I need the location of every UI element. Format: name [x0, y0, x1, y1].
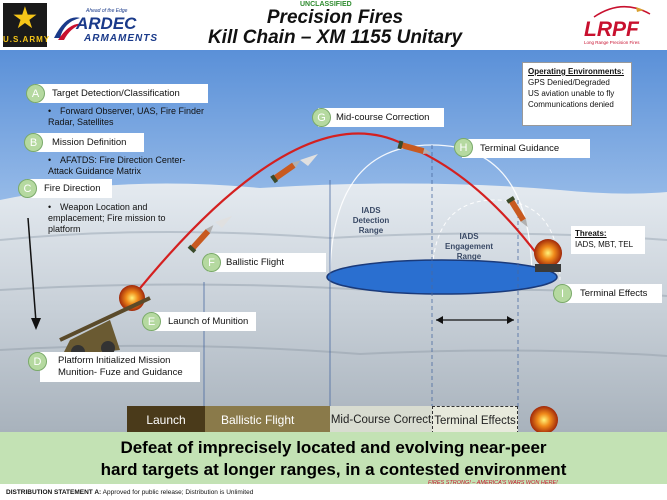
- bottom-statement-line-1: Defeat of imprecisely located and evolvi…: [120, 438, 547, 457]
- step-b-bullet: •AFATDS: Fire Direction Center- Attack G…: [48, 155, 186, 176]
- step-f-badge: F: [202, 253, 221, 272]
- phase-ballistic-flight: Ballistic Flight: [205, 406, 330, 434]
- step-b-badge: B: [24, 133, 43, 152]
- step-f-label: Ballistic Flight: [208, 253, 326, 272]
- step-g-label: Mid-course Correction: [318, 108, 444, 127]
- ardec-swoosh-icon: [54, 17, 82, 40]
- us-army-logo: ★ U.S.ARMY: [3, 2, 51, 47]
- motto: FIRES STRONG! – AMERICA'S WARS WON HERE!: [428, 480, 558, 486]
- step-e-label: Launch of Munition: [150, 312, 256, 331]
- step-a-badge: A: [26, 84, 45, 103]
- distribution-text: Approved for public release; Distributio…: [101, 489, 254, 496]
- threats-box: Threats: IADS, MBT, TEL: [571, 226, 645, 254]
- step-d-label: Platform Initialized Mission Munition- F…: [40, 352, 200, 382]
- operating-environments-title: Operating Environments:: [528, 67, 625, 76]
- title-line-2: Kill Chain – XM 1155 Unitary: [207, 27, 463, 48]
- operating-env-item: US aviation unable to fly: [528, 89, 615, 98]
- ardec-tagline: Ahead of the Edge: [86, 8, 128, 14]
- step-b-label: Mission Definition: [34, 133, 144, 152]
- operating-env-item: GPS Denied/Degraded: [528, 78, 610, 87]
- lrpf-logo: LRPF: [584, 18, 639, 41]
- threats-text: IADS, MBT, TEL: [575, 240, 634, 249]
- step-c-bullet: •Weapon Location and emplacement; Fire m…: [48, 202, 166, 234]
- step-a-label: Target Detection/Classification: [34, 84, 208, 103]
- step-h-badge: H: [454, 138, 473, 157]
- title-line-1: Precision Fires: [266, 7, 404, 28]
- distribution-label: DISTRIBUTION STATEMENT A:: [6, 489, 102, 496]
- iads-engagement-label: IADS Engagement Range: [444, 232, 493, 261]
- ardec-name: ARDEC: [76, 14, 137, 33]
- step-e-badge: E: [142, 312, 161, 331]
- terminal-effects-explosion-icon: [530, 406, 558, 434]
- phase-terminal-effects: Terminal Effects: [432, 406, 518, 434]
- bottom-statement-bar: [0, 432, 667, 484]
- bottom-statement-line-2: hard targets at longer ranges, in a cont…: [100, 460, 567, 479]
- phase-mid-course-correct: Mid-Course Correct: [330, 406, 432, 434]
- army-star-icon: ★: [11, 2, 39, 35]
- operating-environments-box: Operating Environments: GPS Denied/Degra…: [522, 62, 632, 126]
- step-a-bullet: •Forward Observer, UAS, Fire Finder Rada…: [48, 106, 205, 127]
- lrpf-arc-icon: [593, 6, 651, 18]
- ardec-logo: Ahead of the Edge ARDEC ARMAMENTS: [52, 8, 172, 48]
- step-d-badge: D: [28, 352, 47, 371]
- step-i-label: Terminal Effects: [562, 284, 662, 303]
- iads-detection-label: IADS Detection Range: [352, 206, 390, 235]
- classification-banner: UNCLASSIFIED: [300, 1, 352, 8]
- header-bar: [0, 0, 667, 50]
- step-i-badge: I: [553, 284, 572, 303]
- operating-env-item: Communications denied: [528, 100, 614, 109]
- step-g-badge: G: [312, 108, 331, 127]
- ardec-sub: ARMAMENTS: [84, 33, 158, 44]
- step-c-label: Fire Direction: [26, 179, 112, 198]
- army-logo-text: U.S.ARMY: [3, 35, 51, 44]
- threats-title: Threats:: [575, 229, 607, 238]
- phase-launch: Launch: [127, 406, 205, 434]
- step-c-badge: C: [18, 179, 37, 198]
- lrpf-tagline: Long Range Precision Fires: [584, 40, 640, 45]
- step-h-label: Terminal Guidance: [462, 139, 590, 158]
- distribution-statement: DISTRIBUTION STATEMENT A: Approved for p…: [6, 489, 253, 496]
